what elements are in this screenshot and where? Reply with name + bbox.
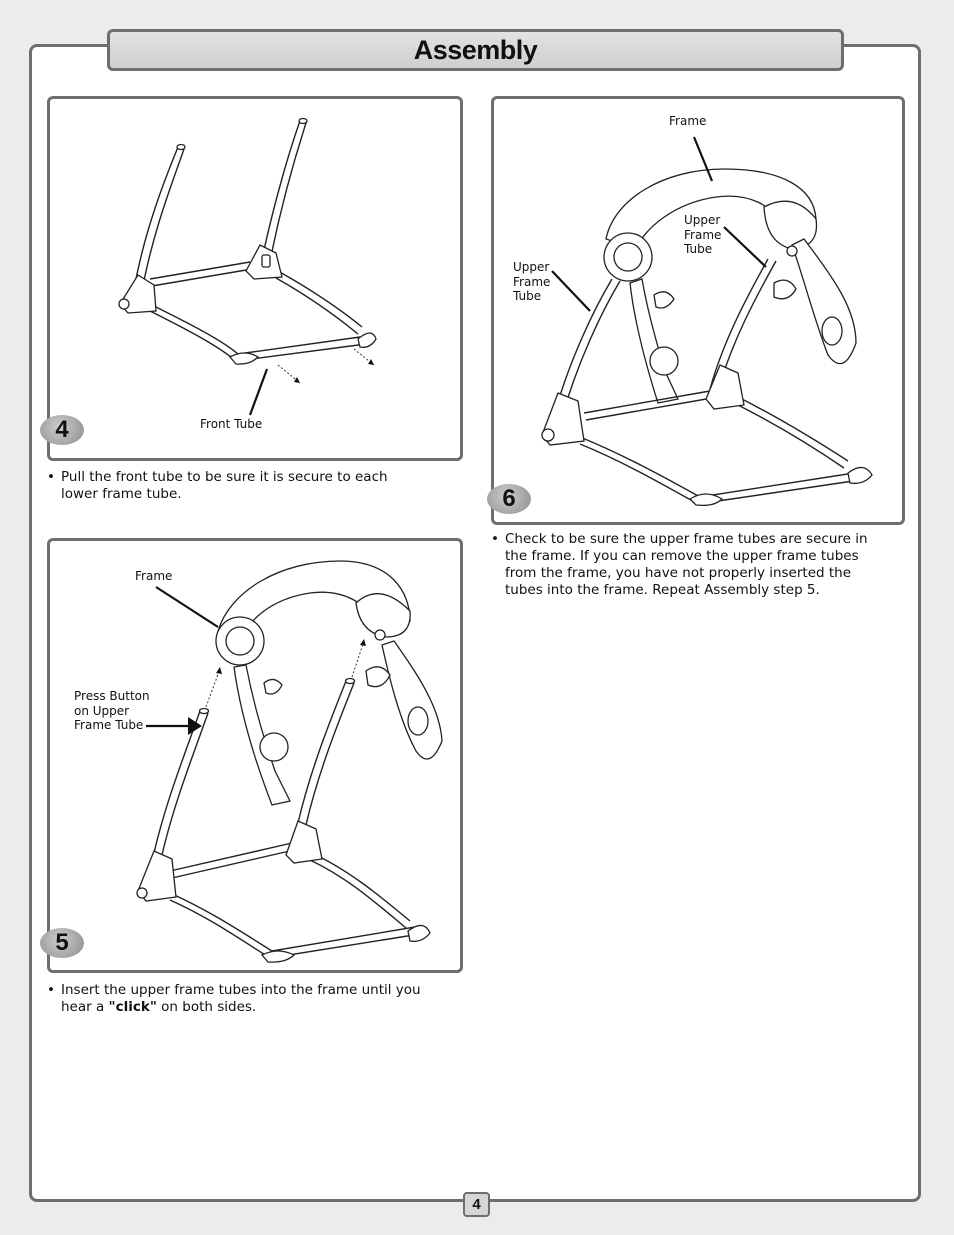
bullet: • xyxy=(47,982,55,998)
step-5-instruction-text: Insert the upper frame tubes into the fr… xyxy=(61,982,421,1015)
step-5-badge: 5 xyxy=(40,928,84,958)
step-5-instruction-tail: on both sides. xyxy=(156,999,257,1015)
upper-frame-tube-label-left: Upper Frame Tube xyxy=(513,260,551,303)
step-5-panel: Frame Press Button on Upper Frame Tube xyxy=(47,538,463,973)
click-emphasis: "click" xyxy=(108,999,157,1015)
step-6-instruction-text: Check to be sure the upper frame tubes a… xyxy=(505,531,868,598)
step-5-instruction: • Insert the upper frame tubes into the … xyxy=(47,982,452,1016)
step-4-instruction-text: Pull the front tube to be sure it is sec… xyxy=(61,469,388,502)
front-tube-label: Front Tube xyxy=(200,417,263,431)
step-6-panel: Frame Upper Frame Tube Upper Frame Tube xyxy=(491,96,905,525)
step-6-instruction: • Check to be sure the upper frame tubes… xyxy=(491,531,876,599)
step-6-badge: 6 xyxy=(487,484,531,514)
step-4-illustration xyxy=(118,117,377,416)
frame-label-step-6: Frame xyxy=(669,114,707,128)
upper-frame-tube-label-right: Upper Frame Tube xyxy=(684,213,722,256)
frame-label-step-5: Frame xyxy=(135,569,173,583)
press-button-label: Press Button on Upper Frame Tube xyxy=(74,689,150,732)
step-4-panel: Front Tube xyxy=(47,96,463,461)
page-number: 4 xyxy=(463,1192,490,1217)
bullet: • xyxy=(491,531,499,547)
step-5-illustration xyxy=(136,560,443,963)
step-4-badge: 4 xyxy=(40,415,84,445)
step-4-instruction: • Pull the front tube to be sure it is s… xyxy=(47,469,427,503)
step-6-illustration xyxy=(541,136,873,507)
title-bar: Assembly xyxy=(107,29,844,71)
page-title: Assembly xyxy=(413,35,538,65)
bullet: • xyxy=(47,469,55,485)
